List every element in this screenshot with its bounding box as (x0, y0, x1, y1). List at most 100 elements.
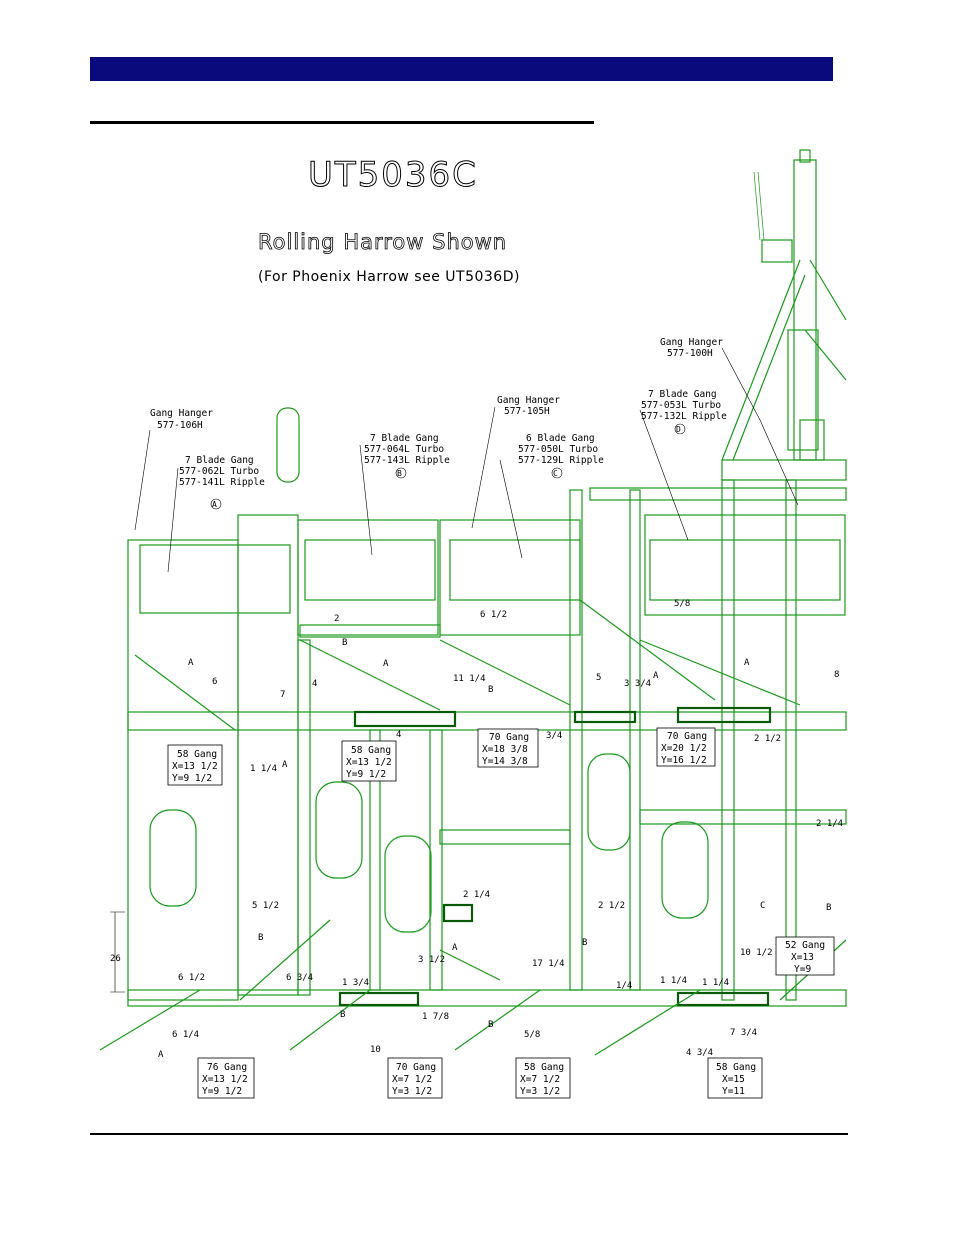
svg-text:X=15: X=15 (722, 1074, 745, 1085)
svg-text:577-143L Ripple: 577-143L Ripple (364, 455, 450, 466)
gang-box: 58 Gang X=13 1/2 Y=9 1/2 (341, 740, 397, 782)
svg-text:7 3/4: 7 3/4 (730, 1028, 757, 1038)
svg-text:577-064L Turbo: 577-064L Turbo (364, 444, 444, 455)
svg-text:2 1/4: 2 1/4 (816, 819, 843, 829)
callout-gang-c: 6 Blade Gang 577-050L Turbo 577-129L Rip… (499, 433, 604, 559)
svg-text:6 Blade Gang: 6 Blade Gang (526, 433, 595, 444)
svg-text:11 1/4: 11 1/4 (453, 674, 486, 684)
svg-text:6: 6 (212, 677, 217, 687)
svg-text:X=13 1/2: X=13 1/2 (202, 1074, 248, 1085)
svg-text:5: 5 (596, 673, 601, 683)
svg-text:8: 8 (834, 670, 839, 680)
section-rule (90, 121, 594, 124)
svg-text:58 Gang: 58 Gang (716, 1062, 756, 1073)
svg-text:1 1/4: 1 1/4 (702, 978, 729, 988)
footer-rule (90, 1133, 848, 1135)
svg-text:577-129L Ripple: 577-129L Ripple (518, 455, 604, 466)
svg-text:A: A (282, 760, 288, 770)
svg-text:Y=16 1/2: Y=16 1/2 (661, 755, 707, 766)
svg-text:1 1/4: 1 1/4 (250, 764, 277, 774)
svg-text:2: 2 (334, 614, 339, 624)
svg-text:5/8: 5/8 (674, 599, 690, 609)
svg-text:10 1/2: 10 1/2 (740, 948, 773, 958)
svg-text:B: B (582, 938, 587, 948)
svg-text:70 Gang: 70 Gang (667, 731, 707, 742)
svg-text:Y=3 1/2: Y=3 1/2 (392, 1086, 432, 1097)
svg-text:577-053L Turbo: 577-053L Turbo (641, 400, 721, 411)
svg-text:58 Gang: 58 Gang (524, 1062, 564, 1073)
svg-text:X=20 1/2: X=20 1/2 (661, 743, 707, 754)
svg-text:A: A (188, 658, 194, 668)
svg-text:Gang Hanger: Gang Hanger (497, 395, 560, 406)
svg-text:1 3/4: 1 3/4 (342, 978, 369, 988)
svg-text:577-141L Ripple: 577-141L Ripple (179, 477, 265, 488)
svg-text:C: C (553, 469, 558, 478)
svg-text:Y=11: Y=11 (722, 1086, 745, 1097)
svg-text:Y=9 1/2: Y=9 1/2 (172, 773, 212, 784)
svg-text:B: B (340, 1010, 345, 1020)
svg-text:X=13: X=13 (791, 952, 814, 963)
svg-text:B: B (397, 469, 402, 478)
svg-text:1 1/4: 1 1/4 (660, 976, 687, 986)
dimension-labels: 6 7 2 4 11 1/4 5 3 3/4 3/4 5/8 6 1/2 1 1… (110, 599, 843, 1058)
svg-text:Y=9 1/2: Y=9 1/2 (202, 1086, 242, 1097)
callout-hanger-105h: Gang Hanger 577-105H (471, 395, 560, 529)
svg-text:Gang Hanger: Gang Hanger (150, 408, 213, 419)
svg-text:B: B (826, 903, 831, 913)
svg-text:B: B (488, 685, 493, 695)
svg-text:6 1/4: 6 1/4 (172, 1030, 199, 1040)
svg-text:6 1/2: 6 1/2 (178, 973, 205, 983)
svg-text:A: A (744, 658, 750, 668)
gang-box: 52 Gang X=13 Y=9 (775, 936, 835, 976)
gang-box: 70 Gang X=18 3/8 Y=14 3/8 (477, 728, 539, 768)
callout-gang-d: 7 Blade Gang 577-053L Turbo 577-132L Rip… (639, 389, 727, 541)
svg-text:577-050L Turbo: 577-050L Turbo (518, 444, 598, 455)
svg-text:5 1/2: 5 1/2 (252, 901, 279, 911)
svg-text:Y=3 1/2: Y=3 1/2 (520, 1086, 560, 1097)
svg-text:2 1/2: 2 1/2 (754, 734, 781, 744)
svg-text:26: 26 (110, 954, 121, 964)
gang-box: 76 Gang X=13 1/2 Y=9 1/2 (197, 1057, 255, 1099)
svg-text:Y=9: Y=9 (794, 964, 811, 975)
svg-text:577-105H: 577-105H (504, 406, 550, 417)
svg-text:X=18 3/8: X=18 3/8 (482, 744, 528, 755)
svg-text:1 7/8: 1 7/8 (422, 1012, 449, 1022)
svg-text:Y=9 1/2: Y=9 1/2 (346, 769, 386, 780)
svg-text:B: B (488, 1020, 493, 1030)
svg-text:76 Gang: 76 Gang (207, 1062, 247, 1073)
svg-text:A: A (452, 943, 458, 953)
svg-text:58 Gang: 58 Gang (351, 745, 391, 756)
svg-text:4: 4 (396, 730, 401, 740)
gang-box: 70 Gang X=7 1/2 Y=3 1/2 (387, 1057, 443, 1099)
gang-box: 58 Gang X=15 Y=11 (707, 1057, 763, 1099)
svg-text:70 Gang: 70 Gang (396, 1062, 436, 1073)
svg-text:5/8: 5/8 (524, 1030, 540, 1040)
section-letters: A A A A A A A B B B B B B B C (158, 638, 831, 1060)
svg-text:Y=14 3/8: Y=14 3/8 (482, 756, 528, 767)
callout-gang-b: 7 Blade Gang 577-064L Turbo 577-143L Rip… (359, 433, 450, 556)
svg-text:577-100H: 577-100H (667, 348, 713, 359)
callout-hanger-106h: Gang Hanger 577-106H (134, 408, 213, 531)
svg-text:3/4: 3/4 (546, 731, 562, 741)
svg-text:X=13 1/2: X=13 1/2 (172, 761, 218, 772)
svg-text:4 3/4: 4 3/4 (686, 1048, 713, 1058)
svg-text:A: A (383, 659, 389, 669)
svg-text:2 1/4: 2 1/4 (463, 890, 490, 900)
svg-text:10: 10 (370, 1045, 381, 1055)
frame-structure (99, 149, 847, 1056)
gang-box: 58 Gang X=13 1/2 Y=9 1/2 (167, 744, 223, 786)
svg-text:58 Gang: 58 Gang (177, 749, 217, 760)
svg-text:17 1/4: 17 1/4 (532, 959, 565, 969)
svg-text:C: C (760, 901, 765, 911)
gang-box: 58 Gang X=7 1/2 Y=3 1/2 (515, 1057, 571, 1099)
note: (For Phoenix Harrow see UT5036D) (258, 269, 520, 285)
svg-text:7 Blade Gang: 7 Blade Gang (370, 433, 439, 444)
svg-text:X=7 1/2: X=7 1/2 (520, 1074, 560, 1085)
svg-text:70 Gang: 70 Gang (489, 732, 529, 743)
svg-text:52 Gang: 52 Gang (785, 940, 825, 951)
svg-text:A: A (212, 500, 217, 509)
svg-text:7: 7 (280, 690, 285, 700)
gang-box: 70 Gang X=20 1/2 Y=16 1/2 (656, 727, 716, 767)
svg-text:B: B (342, 638, 347, 648)
